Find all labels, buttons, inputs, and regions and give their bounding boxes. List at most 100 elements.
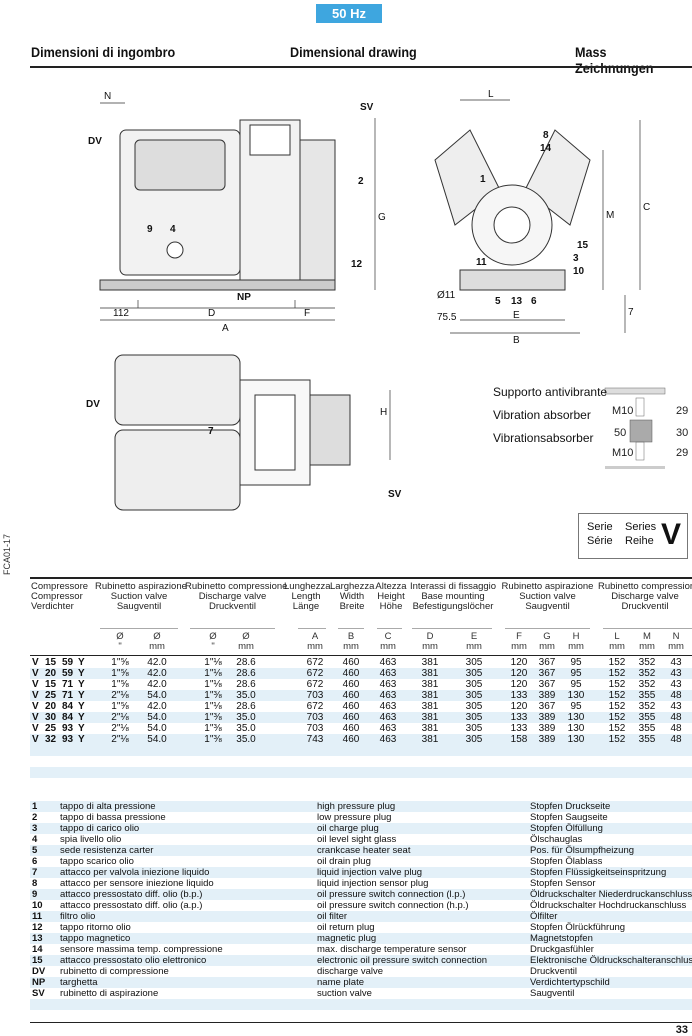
unit-header: Ø": [106, 632, 134, 652]
header-line: Height: [377, 591, 405, 602]
legend-de: Stopfen Ölablass: [530, 856, 603, 867]
legend-de: Stopfen Druckseite: [530, 801, 611, 812]
header-line: Base mounting: [421, 591, 485, 602]
table-top-rule: [30, 577, 692, 579]
unit-line: N: [672, 631, 680, 642]
legend-k: 8: [32, 878, 38, 889]
table-cell: 381: [421, 712, 439, 723]
table-cell: 305: [465, 690, 483, 701]
table-cell: 352: [638, 668, 656, 679]
model-part: Y: [78, 668, 85, 679]
table-cell: 352: [638, 701, 656, 712]
legend-de: Verdichtertypschild: [530, 977, 610, 988]
table-cell: 54.0: [147, 734, 167, 745]
unit-line: mm: [639, 641, 655, 652]
model-part: V: [32, 679, 39, 690]
table-cell: 389: [538, 734, 556, 745]
legend-en: liquid injection sensor plug: [317, 878, 429, 889]
group-underline: [100, 628, 178, 629]
table-cell: 120: [510, 701, 528, 712]
table-cell: 130: [567, 712, 585, 723]
group-underline: [338, 628, 364, 629]
label-E: E: [513, 310, 520, 321]
group-underline: [505, 628, 590, 629]
model-part: Y: [78, 712, 85, 723]
legend-en: name plate: [317, 977, 365, 988]
legend-de: Stopfen Sensor: [530, 878, 596, 889]
table-cell: 133: [510, 723, 528, 734]
table-cell: 130: [567, 734, 585, 745]
table-cell: 672: [306, 679, 324, 690]
legend-k: 13: [32, 933, 43, 944]
unit-line: Ø: [242, 631, 250, 642]
legend-en: oil charge plug: [317, 823, 379, 834]
label-12: 12: [351, 259, 363, 270]
model-part: 30: [45, 712, 57, 723]
table-cell: 1"⅛: [204, 657, 222, 668]
unit-line: H: [572, 631, 580, 642]
table-cell: 463: [379, 701, 397, 712]
table-cell: 355: [638, 712, 656, 723]
legend-k: 7: [32, 867, 38, 878]
label-G: G: [378, 212, 386, 223]
drawing-callouts: N DV SV 2 12 NP 9 4 112 D F A G L 8 14 1…: [86, 89, 650, 500]
legend-it: sensore massima temp. compressione: [60, 944, 223, 955]
label-H: H: [380, 407, 387, 418]
unit-line: D: [426, 631, 434, 642]
table-cell: 460: [342, 712, 360, 723]
table-cell: 352: [638, 657, 656, 668]
header-line: Druckventil: [209, 601, 256, 612]
table-cell: 95: [570, 701, 582, 712]
legend-de: Saugventil: [530, 988, 575, 999]
header-line: Rubinetto aspirazione: [501, 581, 594, 592]
page-number: 33: [675, 1024, 688, 1036]
table-cell: 2"⅛: [111, 690, 129, 701]
table-cell: 35.0: [236, 712, 256, 723]
label-112: 112: [113, 308, 129, 319]
table-cell: 48: [670, 723, 682, 734]
table-cell: 381: [421, 679, 439, 690]
legend-de: Stopfen Ölfüllung: [530, 823, 603, 834]
table-cell: 367: [538, 657, 556, 668]
legend-de: Stopfen Flüssigkeitseinspritzung: [530, 867, 667, 878]
legend-it: tappo di bassa pressione: [60, 812, 166, 823]
model-part: 59: [62, 657, 74, 668]
legend-it: attacco pressostato diff. olio (b.p.): [60, 889, 203, 900]
table-cell: 381: [421, 657, 439, 668]
unit-line: mm: [380, 641, 396, 652]
series-label-fr: Série: [587, 535, 613, 547]
header-line: Discharge valve: [198, 591, 267, 602]
label-F: F: [304, 308, 310, 319]
table-cell: 1"⅛: [204, 668, 222, 679]
header-line: Interassi di fissaggio: [410, 581, 497, 592]
table-cell: 463: [379, 712, 397, 723]
legend-it: attacco pressostato olio elettronico: [60, 955, 207, 966]
legend-en: oil drain plug: [317, 856, 371, 867]
table-cell: 152: [608, 679, 626, 690]
table-cell: 389: [538, 690, 556, 701]
model-part: 93: [62, 734, 74, 745]
table-cell: 130: [567, 690, 585, 701]
model-part: V: [32, 734, 39, 745]
model-part: V: [32, 723, 39, 734]
header-line: Width: [339, 591, 365, 602]
model-part: V: [32, 690, 39, 701]
label-SV: SV: [360, 102, 374, 113]
table-cell: 381: [421, 723, 439, 734]
table-cell: 381: [421, 668, 439, 679]
group-underline: [603, 628, 692, 629]
legend-en: oil pressure switch connection (h.p.): [317, 900, 469, 911]
unit-line: L: [614, 631, 620, 642]
table-cell: 463: [379, 679, 397, 690]
